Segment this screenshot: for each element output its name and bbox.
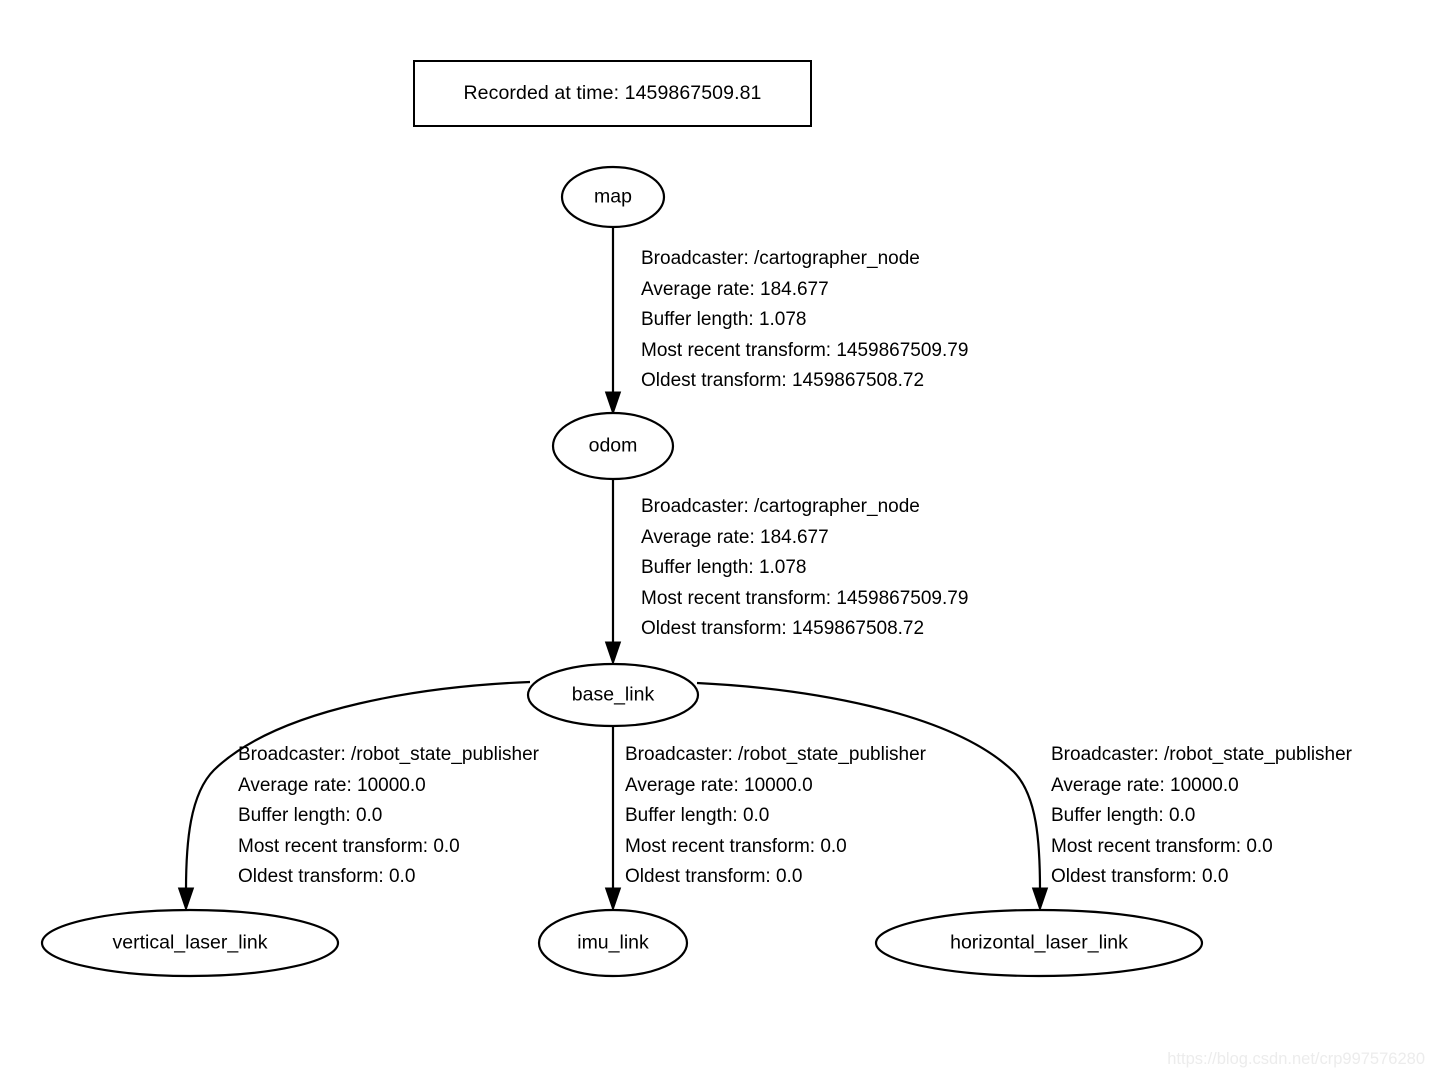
edge-label-line-most-recent-transform: Most recent transform: 0.0 [238,835,460,857]
edge-label-line-buffer-length: Buffer length: 1.078 [641,309,807,330]
edge-base_link-to-imu_link [604,726,622,912]
edge-label-line-average-rate: Average rate: 10000.0 [238,774,426,796]
watermark-text: https://blog.csdn.net/crp997576280 [1167,1050,1425,1068]
edge-label-line-broadcaster: Broadcaster: /cartographer_node [641,496,920,517]
edge-label-line-oldest-transform: Oldest transform: 1459867508.72 [641,370,925,391]
edge-base_link-to-horizontal_laser_link [696,681,1049,912]
edge-label-line-average-rate: Average rate: 10000.0 [625,774,813,796]
edge-label-line-most-recent-transform: Most recent transform: 0.0 [625,835,847,857]
recorded-at-time-text: Recorded at time: 1459867509.81 [463,82,762,104]
edge-label-line-buffer-length: Buffer length: 0.0 [238,805,383,826]
edge-line [184,680,531,891]
arrow-head-icon [604,887,622,912]
edge-label-base-link-to-horizontal-laser-link: Broadcaster: /robot_state_publisher Aver… [1051,740,1352,893]
edge-label-line-buffer-length: Buffer length: 0.0 [1051,805,1196,826]
edge-label-map-to-odom: Broadcaster: /cartographer_node Average … [641,244,968,397]
edge-label-odom-to-base-link: Broadcaster: /cartographer_node Average … [641,492,968,645]
node-vertical-laser-link[interactable] [40,908,340,978]
recorded-at-time-box: Recorded at time: 1459867509.81 [413,60,812,127]
edge-line [696,681,1042,891]
edge-label-line-buffer-length: Buffer length: 1.078 [641,557,807,578]
node-imu-link[interactable] [537,908,689,978]
edge-label-line-oldest-transform: Oldest transform: 0.0 [625,866,803,887]
edge-label-line-broadcaster: Broadcaster: /cartographer_node [641,248,920,269]
edge-label-line-most-recent-transform: Most recent transform: 1459867509.79 [641,587,969,609]
edge-label-line-broadcaster: Broadcaster: /robot_state_publisher [238,744,540,765]
edge-label-line-average-rate: Average rate: 184.677 [641,526,829,548]
arrow-head-icon [604,391,622,416]
edge-label-line-oldest-transform: Oldest transform: 1459867508.72 [641,618,925,639]
edge-label-line-average-rate: Average rate: 184.677 [641,278,829,300]
edge-label-line-most-recent-transform: Most recent transform: 0.0 [1051,835,1273,857]
edge-label-base-link-to-vertical-laser-link: Broadcaster: /robot_state_publisher Aver… [238,740,539,893]
edge-label-line-most-recent-transform: Most recent transform: 1459867509.79 [641,339,969,361]
arrow-head-icon [1031,887,1049,912]
node-base-link[interactable] [526,662,700,728]
arrow-head-icon [604,641,622,666]
edge-label-line-broadcaster: Broadcaster: /robot_state_publisher [625,744,927,765]
arrow-head-icon [177,887,195,912]
node-odom[interactable] [551,411,675,481]
edge-label-line-broadcaster: Broadcaster: /robot_state_publisher [1051,744,1353,765]
edge-odom-to-base_link [604,479,622,666]
edge-base_link-to-vertical_laser_link [177,680,531,912]
edge-label-base-link-to-imu-link: Broadcaster: /robot_state_publisher Aver… [625,740,926,893]
edge-label-line-buffer-length: Buffer length: 0.0 [625,805,770,826]
edge-map-to-odom [604,228,622,416]
edge-label-line-oldest-transform: Oldest transform: 0.0 [1051,866,1229,887]
edge-label-line-oldest-transform: Oldest transform: 0.0 [238,866,416,887]
node-horizontal-laser-link[interactable] [874,908,1204,978]
edge-label-line-average-rate: Average rate: 10000.0 [1051,774,1239,796]
node-map[interactable] [560,165,666,229]
